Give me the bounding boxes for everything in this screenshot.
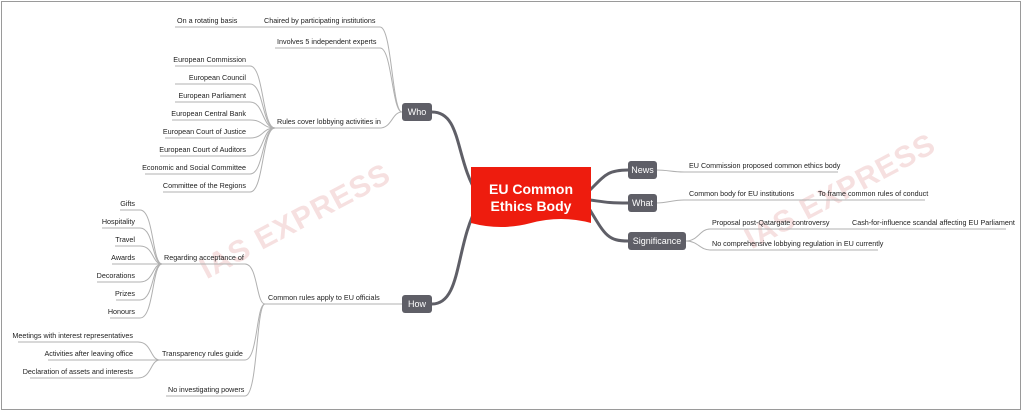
who-rotating[interactable]: On a rotating basis [177, 16, 238, 25]
branch-how[interactable]: How [402, 295, 432, 313]
branch-news[interactable]: News [628, 161, 657, 179]
acceptance-item[interactable]: Honours [107, 307, 135, 316]
institution-item[interactable]: European Court of Auditors [159, 145, 246, 154]
central-title-line2: Ethics Body [490, 198, 572, 214]
institution-item[interactable]: European Court of Justice [162, 127, 246, 136]
central-node[interactable]: EU Common Ethics Body [471, 167, 591, 231]
guide-item[interactable]: Activities after leaving office [44, 349, 133, 358]
institution-item[interactable]: Economic and Social Committee [142, 163, 246, 172]
what-item[interactable]: Common body for EU institutions [689, 189, 795, 198]
significance-regulation[interactable]: No comprehensive lobbying regulation in … [712, 239, 884, 248]
how-no-powers[interactable]: No investigating powers [168, 385, 245, 394]
institution-item[interactable]: Committee of the Regions [162, 181, 246, 190]
trunk-news [588, 168, 630, 192]
what-sub[interactable]: To frame common rules of conduct [818, 189, 929, 198]
how-regarding[interactable]: Regarding acceptance of [164, 253, 244, 262]
branch-what[interactable]: What [628, 194, 657, 212]
trunk-what [588, 198, 630, 205]
acceptance-item[interactable]: Decorations [96, 271, 135, 280]
institution-item[interactable]: European Council [188, 73, 246, 82]
who-experts[interactable]: Involves 5 independent experts [277, 37, 377, 46]
institution-item[interactable]: European Central Bank [171, 109, 246, 118]
guide-item[interactable]: Declaration of assets and interests [22, 367, 133, 376]
institution-item[interactable]: European Commission [173, 55, 246, 64]
how-transparency[interactable]: Transparency rules guide [162, 349, 243, 358]
branch-significance[interactable]: Significance [628, 232, 686, 250]
who-rules[interactable]: Rules cover lobbying activities in [277, 117, 381, 126]
acceptance-item[interactable]: Travel [115, 235, 135, 244]
acceptance-item[interactable]: Awards [111, 253, 135, 262]
branch-who[interactable]: Who [402, 103, 432, 121]
acceptance-item[interactable]: Hospitality [101, 217, 135, 226]
central-title: EU Common Ethics Body [471, 181, 591, 215]
trunk-significance [588, 208, 630, 243]
news-item[interactable]: EU Commission proposed common ethics bod… [689, 161, 841, 170]
acceptance-item[interactable]: Gifts [120, 199, 135, 208]
significance-scandal[interactable]: Cash-for-influence scandal affecting EU … [852, 218, 1015, 227]
central-title-line1: EU Common [489, 181, 573, 197]
guide-item[interactable]: Meetings with interest representatives [12, 331, 133, 340]
significance-proposal[interactable]: Proposal post-Qatargate controversy [712, 218, 830, 227]
institution-item[interactable]: European Parliament [178, 91, 246, 100]
central-node-shape [471, 167, 591, 227]
who-chaired[interactable]: Chaired by participating institutions [264, 16, 376, 25]
acceptance-item[interactable]: Prizes [115, 289, 135, 298]
how-common[interactable]: Common rules apply to EU officials [268, 293, 380, 302]
